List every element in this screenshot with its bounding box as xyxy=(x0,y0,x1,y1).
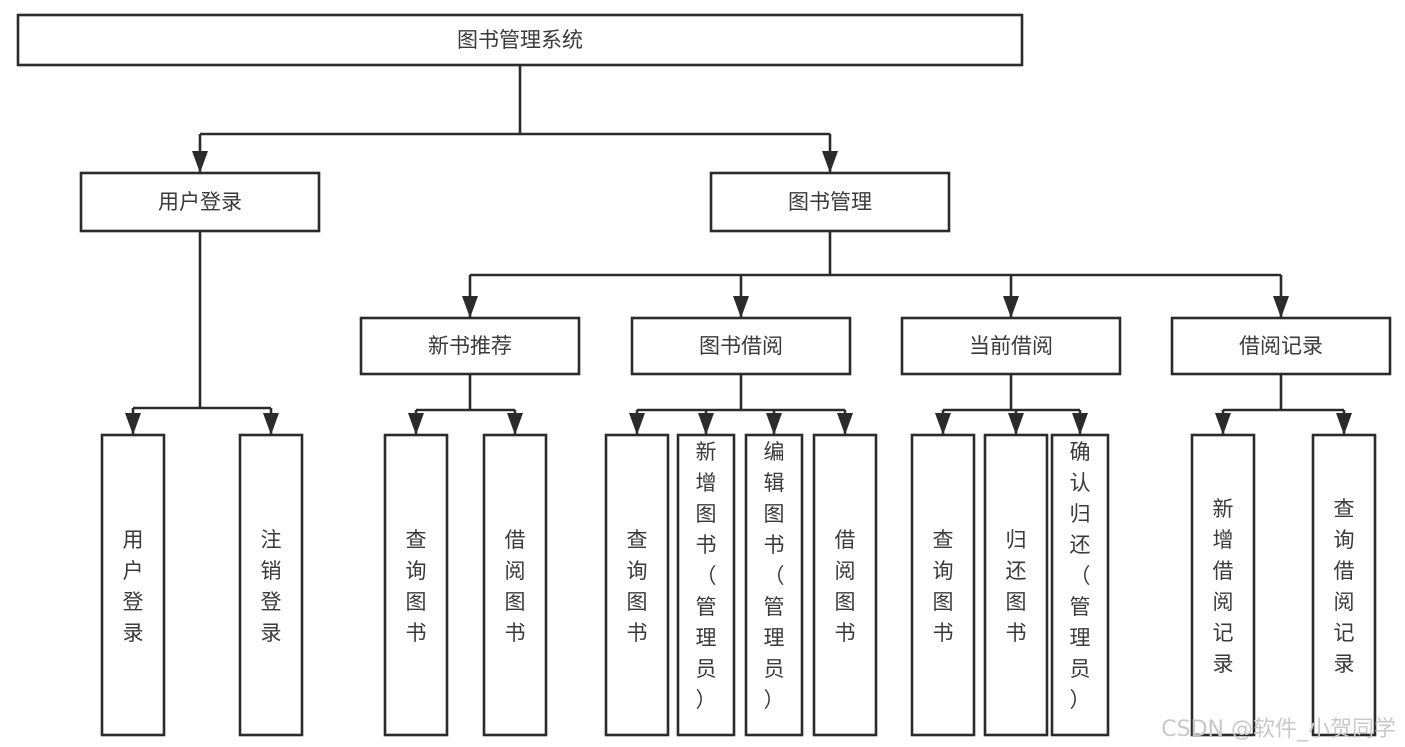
node-label-leaf-edit-book-admin: 编辑图书（管理员） xyxy=(764,440,785,712)
node-box-leaf-query-book-borrow xyxy=(604,433,670,737)
arrow-head-book-borrow-1 xyxy=(698,413,714,435)
node-label-leaf-user-login: 用户登录 xyxy=(123,528,144,645)
node-leaf-edit-book-admin[interactable]: 编辑图书（管理员） xyxy=(744,433,804,737)
arrow-head-user-login-0 xyxy=(125,413,141,435)
node-leaf-borrow-book-rec[interactable]: 借阅图书 xyxy=(482,433,548,737)
node-label-leaf-query-book-borrow: 查询图书 xyxy=(627,528,648,645)
node-leaf-query-borrow-record[interactable]: 查询借阅记录 xyxy=(1311,433,1377,737)
node-user-login[interactable]: 用户登录 xyxy=(79,171,321,233)
node-box-book-borrow xyxy=(630,316,852,376)
node-box-leaf-borrow-book-rec xyxy=(482,433,548,737)
node-box-leaf-edit-book-admin xyxy=(744,433,804,737)
arrow-head-book-borrow-3 xyxy=(837,413,853,435)
node-box-borrow-records xyxy=(1170,316,1392,376)
arrow-head-borrow-records-1 xyxy=(1336,413,1352,435)
node-box-leaf-return-book xyxy=(983,433,1049,737)
node-label-leaf-borrow-book: 借阅图书 xyxy=(835,528,856,645)
arrow-head-current-borrow-1 xyxy=(1008,413,1024,435)
node-label-leaf-query-book-current: 查询图书 xyxy=(933,528,954,645)
node-box-leaf-query-borrow-record xyxy=(1311,433,1377,737)
node-leaf-add-book-admin[interactable]: 新增图书（管理员） xyxy=(676,433,736,737)
nodes-layer: 用户登录图书管理新书推荐图书借阅当前借阅借阅记录用户登录注销登录查询图书借阅图书… xyxy=(16,13,1392,737)
node-box-new-book-recommend xyxy=(359,316,581,376)
node-box-leaf-user-login xyxy=(100,433,166,737)
node-label-book-management: 图书管理 xyxy=(788,190,872,214)
arrow-head-borrow-records-0 xyxy=(1215,413,1231,435)
node-leaf-logout[interactable]: 注销登录 xyxy=(238,433,304,737)
node-leaf-confirm-return-admin[interactable]: 确认归还（管理员） xyxy=(1050,433,1110,737)
node-box-user-login xyxy=(79,171,321,233)
node-current-borrow[interactable]: 当前借阅 xyxy=(900,316,1122,376)
node-box-leaf-confirm-return-admin xyxy=(1050,433,1110,737)
node-label-book-borrow: 图书借阅 xyxy=(699,334,783,358)
node-box-root xyxy=(16,13,1024,67)
arrow-head-current-borrow-0 xyxy=(935,413,951,435)
node-leaf-borrow-book[interactable]: 借阅图书 xyxy=(812,433,878,737)
arrow-head-book-management-2 xyxy=(1003,296,1019,318)
arrow-head-book-management-0 xyxy=(462,296,478,318)
arrow-head-user-login-1 xyxy=(263,413,279,435)
node-label-borrow-records: 借阅记录 xyxy=(1239,334,1323,358)
node-label-leaf-add-borrow-record: 新增借阅记录 xyxy=(1213,497,1234,676)
arrow-head-new-book-recommend-1 xyxy=(507,413,523,435)
node-leaf-query-book-borrow[interactable]: 查询图书 xyxy=(604,433,670,737)
arrow-head-root-1 xyxy=(822,151,838,173)
node-root[interactable]: 图书管理系统 xyxy=(16,13,1024,67)
node-label-root: 图书管理系统 xyxy=(457,28,583,52)
node-leaf-query-book-current[interactable]: 查询图书 xyxy=(910,433,976,737)
arrow-head-book-management-3 xyxy=(1273,296,1289,318)
node-label-leaf-query-borrow-record: 查询借阅记录 xyxy=(1334,497,1355,676)
node-borrow-records[interactable]: 借阅记录 xyxy=(1170,316,1392,376)
node-label-leaf-borrow-book-rec: 借阅图书 xyxy=(505,528,526,645)
watermark-label: CSDN @软件_小贺同学 xyxy=(1161,717,1396,742)
node-label-leaf-return-book: 归还图书 xyxy=(1006,528,1027,645)
node-book-management[interactable]: 图书管理 xyxy=(709,171,951,233)
node-label-leaf-confirm-return-admin: 确认归还（管理员） xyxy=(1070,440,1091,712)
node-label-user-login: 用户登录 xyxy=(158,190,242,214)
node-box-leaf-borrow-book xyxy=(812,433,878,737)
node-leaf-add-borrow-record[interactable]: 新增借阅记录 xyxy=(1190,433,1256,737)
arrow-head-current-borrow-2 xyxy=(1072,413,1088,435)
arrow-head-book-management-1 xyxy=(733,296,749,318)
node-label-new-book-recommend: 新书推荐 xyxy=(428,334,512,358)
node-book-borrow[interactable]: 图书借阅 xyxy=(630,316,852,376)
node-box-current-borrow xyxy=(900,316,1122,376)
node-box-leaf-add-book-admin xyxy=(676,433,736,737)
node-box-leaf-query-book-current xyxy=(910,433,976,737)
node-leaf-user-login[interactable]: 用户登录 xyxy=(100,433,166,737)
node-box-leaf-query-book-rec xyxy=(383,433,449,737)
node-leaf-return-book[interactable]: 归还图书 xyxy=(983,433,1049,737)
connectors-layer xyxy=(125,65,1352,435)
node-box-leaf-add-borrow-record xyxy=(1190,433,1256,737)
arrow-head-book-borrow-0 xyxy=(629,413,645,435)
node-label-leaf-logout: 注销登录 xyxy=(261,528,282,645)
node-label-leaf-query-book-rec: 查询图书 xyxy=(406,528,427,645)
node-label-current-borrow: 当前借阅 xyxy=(969,334,1053,358)
arrow-head-new-book-recommend-0 xyxy=(408,413,424,435)
arrow-head-book-borrow-2 xyxy=(766,413,782,435)
node-box-book-management xyxy=(709,171,951,233)
node-label-leaf-add-book-admin: 新增图书（管理员） xyxy=(696,440,717,712)
node-new-book-recommend[interactable]: 新书推荐 xyxy=(359,316,581,376)
node-box-leaf-logout xyxy=(238,433,304,737)
node-leaf-query-book-rec[interactable]: 查询图书 xyxy=(383,433,449,737)
arrow-head-root-0 xyxy=(192,151,208,173)
